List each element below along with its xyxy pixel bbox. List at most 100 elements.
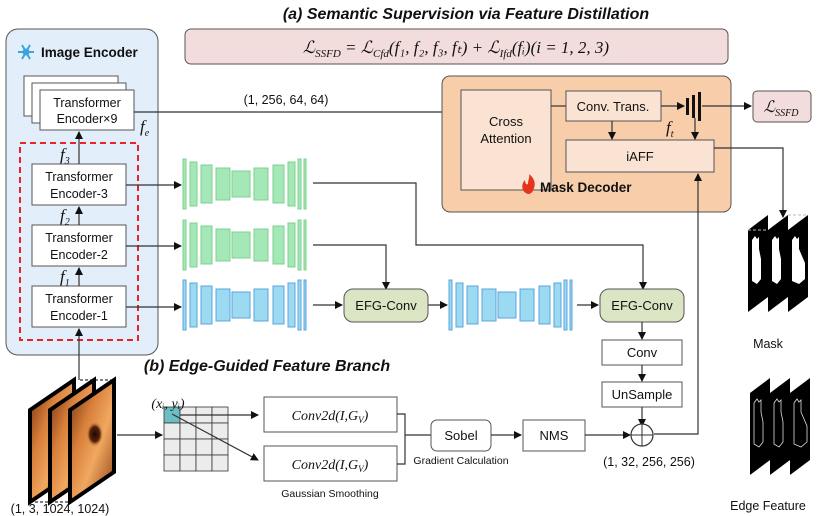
loss-formula: ℒSSFD = ℒCfd(f₁, f₂, f₃, fₜ) + ℒIfd(fᵢ)(… [184,28,729,65]
formula-cfd-sub: Cfd [373,48,389,60]
unet-blue-2 [448,279,573,331]
encoder-x9-line2: Encoder×9 [57,112,118,126]
unet-layer [189,282,198,328]
grid-cell [195,454,213,472]
svg-text:Conv2d(I,GV): Conv2d(I,GV) [292,458,369,474]
unet-layer [200,164,213,204]
svg-text:Attention: Attention [480,131,531,146]
svg-text:NMS: NMS [540,428,569,443]
f2-label: f2 [60,206,70,228]
unet-layer [253,167,269,201]
title-edge-guided-branch: (b) Edge-Guided Feature Branch [144,358,390,375]
unet-layer [287,161,296,207]
efg-conv-2: EFG-Conv [599,288,685,323]
svg-text:Transformer: Transformer [45,292,113,306]
grid-cell [179,438,197,456]
svg-text:Sobel: Sobel [444,428,477,443]
svg-text:Transformer: Transformer [45,170,113,184]
image-encoder-panel: Image Encoder Transformer Encoder×9 fe T… [5,28,159,380]
unet-layer [215,167,231,201]
svg-text:ℒSSFD = ℒCfd(f₁, f₂, f₃, fₜ) +: ℒSSFD = ℒCfd(f₁, f₂, f₃, fₜ) + ℒIfd(fᵢ)(… [303,38,610,60]
unet-layer [553,282,562,328]
f1-label: f1 [60,267,70,289]
unet-layer [215,228,231,262]
formula-ifd-sub: Ifd [499,48,513,60]
mask-decoder-label: Mask Decoder [540,180,632,195]
unet-layer [253,288,269,322]
coord-label: (xᵢ, yᵢ) [151,397,185,412]
svg-text:Conv: Conv [627,345,658,360]
iaff-box: iAFF [565,139,715,173]
formula-eq: = ℒ [341,38,374,57]
unet-blue-1 [182,279,307,331]
svg-text:Transformer: Transformer [45,231,113,245]
unet-layer [297,279,302,331]
unet-layer [272,285,285,325]
unet-layer [189,222,198,268]
input-shape-label: (1, 3, 1024, 1024) [11,502,110,516]
f3-label: f3 [60,145,70,167]
unsample-box: UnSample [601,381,683,408]
unet-layer [182,219,187,271]
grid-cell [211,438,229,456]
unet-layer [448,279,453,331]
unet-layer [303,158,307,210]
unet-layer [231,170,251,198]
unet-layer [231,231,251,259]
conv-box: Conv [601,339,683,366]
grid-cell [163,454,181,472]
snowflake-icon [18,44,34,60]
svg-text:EFG-Conv: EFG-Conv [355,298,417,313]
unet-layer [189,161,198,207]
formula-lhs-sub: SSFD [315,48,341,60]
sobel-box: Sobel [430,419,492,452]
unet-green-1 [182,158,307,210]
unet-layer [272,164,285,204]
svg-text:Encoder-2: Encoder-2 [50,248,108,262]
unet-layer [287,222,296,268]
formula-ifd-args: (fᵢ)(i = 1, 2, 3) [512,38,610,57]
transformer-encoder-1: Transformer Encoder-1 [31,285,127,328]
grid-cell [179,454,197,472]
unet-layer [563,279,568,331]
image-encoder-label: Image Encoder [41,45,139,60]
svg-text:iAFF: iAFF [626,149,654,164]
input-image-stack: (1, 3, 1024, 1024) [11,376,116,516]
svg-text:UnSample: UnSample [612,387,673,402]
unet-layer [200,285,213,325]
unet-layer [303,219,307,271]
edge-feature-stack: Edge Feature [730,378,810,513]
formula-cfd-args: (f₁, f₂, f₃, fₜ) + ℒ [389,38,500,57]
add-operator-icon [630,423,654,447]
ssfd-loss-box: ℒSSFD [752,90,812,123]
unet-layer [569,279,573,331]
unet-layer [466,285,479,325]
gaussian-smoothing-label: Gaussian Smoothing [281,488,379,500]
svg-text:Conv. Trans.: Conv. Trans. [577,99,650,114]
unet-layer [481,288,497,322]
gradient-calculation-label: Gradient Calculation [413,455,508,467]
mask-decoder-panel: Cross Attention Conv. Trans. iAFF ft Mas… [441,75,732,213]
shape-top-label: (1, 256, 64, 64) [244,93,329,107]
cross-attention-box: Cross Attention [460,89,552,191]
unet-layer [200,225,213,265]
formula-lhs: ℒ [303,38,316,57]
unet-layer [272,225,285,265]
unet-layer [253,228,269,262]
svg-text:EFG-Conv: EFG-Conv [611,298,673,313]
grid-cell [195,438,213,456]
ft-label: ft [666,118,674,140]
unet-layer [297,158,302,210]
unet-layer [538,285,551,325]
conv2d-box-2: Conv2d(I,GV) [263,445,398,482]
transformer-encoder-3: Transformer Encoder-3 [31,163,127,206]
mask-output-stack: Mask [748,214,808,351]
svg-text:Cross: Cross [489,114,523,129]
efg-conv-1: EFG-Conv [343,288,429,323]
conv-trans-box: Conv. Trans. [565,90,662,122]
edge-shape-label: (1, 32, 256, 256) [603,455,695,469]
encoder-x9-line1: Transformer [53,96,121,110]
conv2d-box-1: Conv2d(I,GV) [263,396,398,433]
flame-icon [522,174,535,194]
